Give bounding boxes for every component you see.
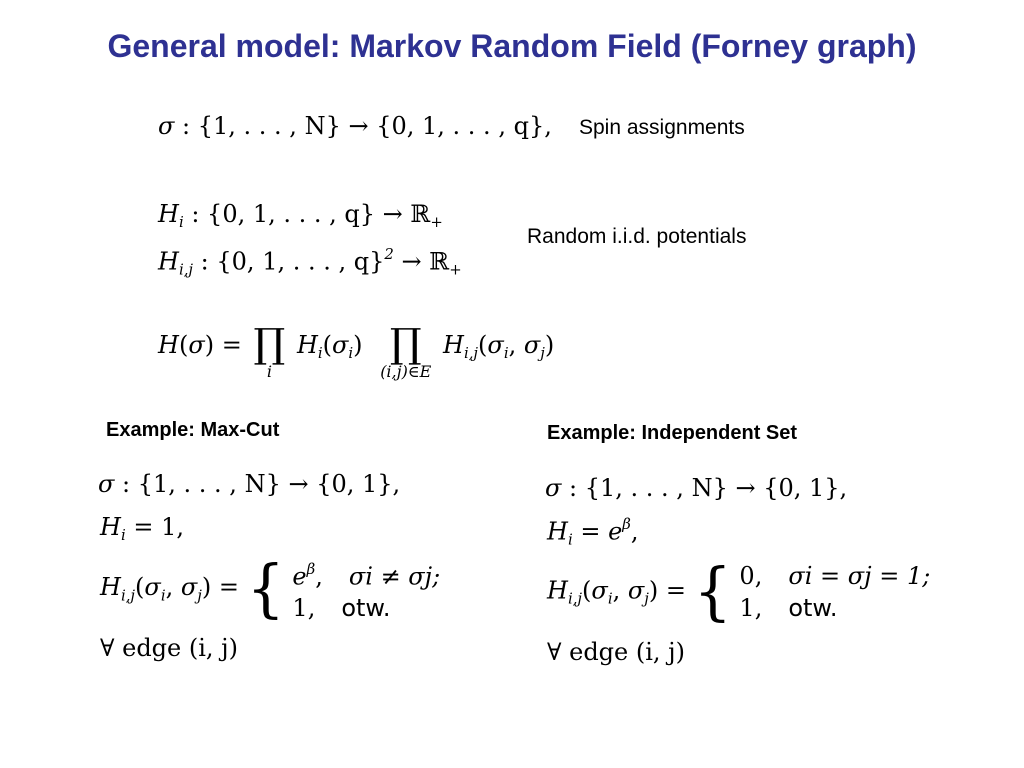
slide-title: General model: Markov Random Field (Forn…: [107, 28, 917, 64]
sigma-equation: σ : {1, . . . , N} → {0, 1, . . . , q},: [158, 112, 552, 140]
hi-equation: Hi : {0, 1, . . . , q} → ℝ+: [158, 200, 443, 232]
product-formula: H(σ) = ∏ i Hi(σi) ∏ (i,j)∈E Hi,j(σi, σj): [158, 321, 555, 381]
maxcut-hij-equation: Hi,j(σi, σj) = { eβ,σi ≠ σj; 1,otw.: [100, 551, 441, 626]
indset-forall-edge: ∀ edge (i, j): [547, 638, 685, 666]
indset-hij-equation: Hi,j(σi, σj) = { 0,σi = σj = 1; 1,otw.: [547, 555, 931, 629]
hij-domain: {0, 1, . . . , q}: [216, 247, 385, 276]
indset-sigma-equation: σ : {1, . . . , N} → {0, 1},: [545, 474, 848, 502]
potentials-label: Random i.i.d. potentials: [527, 225, 747, 248]
spin-assignments-label: Spin assignments: [579, 116, 745, 139]
product-over-i: ∏ i: [253, 321, 286, 381]
maxcut-sigma-equation: σ : {1, . . . , N} → {0, 1},: [98, 470, 401, 498]
hi-domain: {0, 1, . . . , q}: [207, 200, 376, 228]
product-over-edges: ∏ (i,j)∈E: [380, 321, 432, 381]
indset-hi-equation: Hi = eβ,: [547, 515, 639, 549]
maxcut-hi-equation: Hi = 1,: [100, 513, 184, 545]
hij-equation: Hi,j : {0, 1, . . . , q}2 → ℝ+: [158, 245, 462, 279]
maxcut-heading: Example: Max-Cut: [106, 419, 280, 441]
sigma-domain: {1, . . . , N}: [197, 112, 341, 140]
maxcut-forall-edge: ∀ edge (i, j): [100, 634, 238, 662]
indset-heading: Example: Independent Set: [547, 422, 798, 444]
sigma-range: {0, 1, . . . , q},: [376, 112, 552, 140]
